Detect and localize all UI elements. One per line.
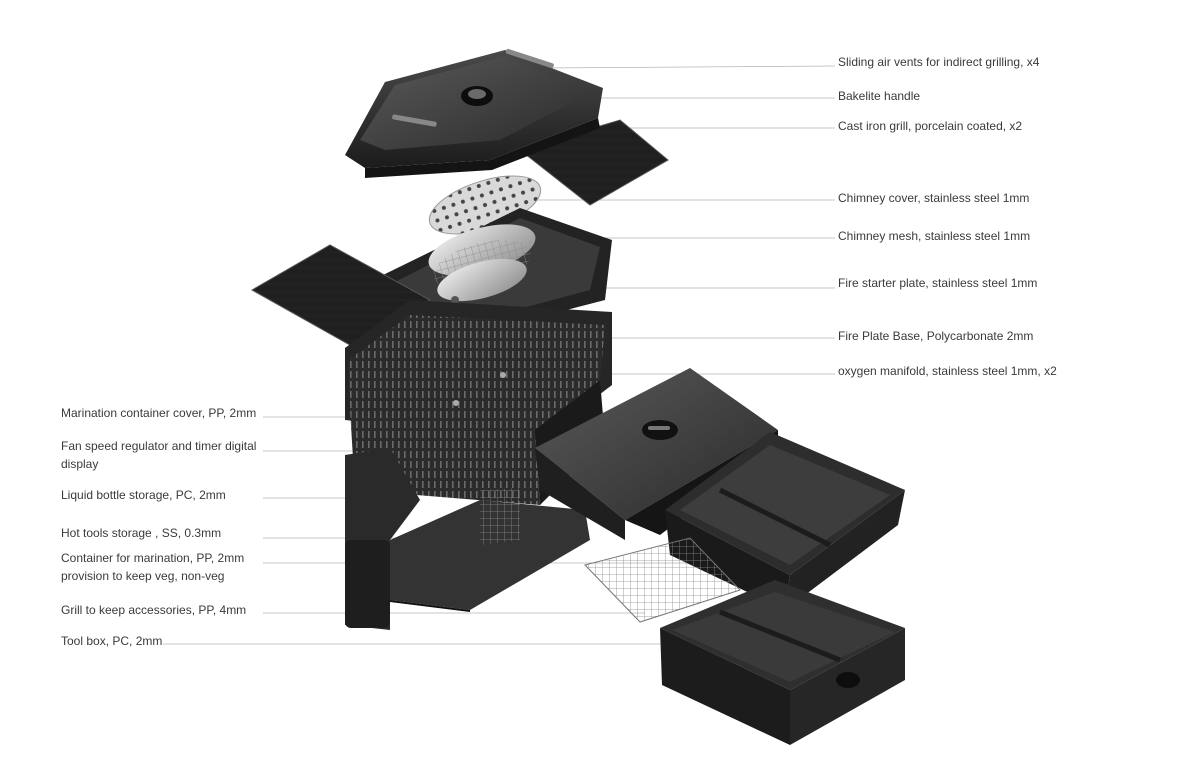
label-chimney-cover: Chimney cover, stainless steel 1mm xyxy=(838,191,1030,205)
label-bakelite-handle: Bakelite handle xyxy=(838,89,921,103)
label-marination-cover: Marination container cover, PP, 2mm xyxy=(61,406,257,420)
label-fire-plate-base: Fire Plate Base, Polycarbonate 2mm xyxy=(838,329,1034,343)
grill-lid xyxy=(345,48,603,178)
label-liquid-bottle-storage: Liquid bottle storage, PC, 2mm xyxy=(61,488,226,502)
label-tool-box: Tool box, PC, 2mm xyxy=(61,634,163,648)
lower-stand xyxy=(345,448,590,630)
marination-container xyxy=(665,432,905,610)
label-hot-tools-storage: Hot tools storage , SS, 0.3mm xyxy=(61,526,222,540)
accessory-grill xyxy=(584,537,741,623)
label-chimney-mesh: Chimney mesh, stainless steel 1mm xyxy=(838,229,1031,243)
label-air-vents: Sliding air vents for indirect grilling,… xyxy=(838,55,1040,69)
tool-box xyxy=(660,580,905,745)
label-cast-iron-grill: Cast iron grill, porcelain coated, x2 xyxy=(838,119,1023,133)
chimney-mesh xyxy=(428,224,536,304)
label-oxygen-manifold: oxygen manifold, stainless steel 1mm, x2 xyxy=(838,364,1057,378)
label-fire-starter-plate: Fire starter plate, stainless steel 1mm xyxy=(838,276,1038,290)
label-accessory-grill: Grill to keep accessories, PP, 4mm xyxy=(61,603,247,617)
